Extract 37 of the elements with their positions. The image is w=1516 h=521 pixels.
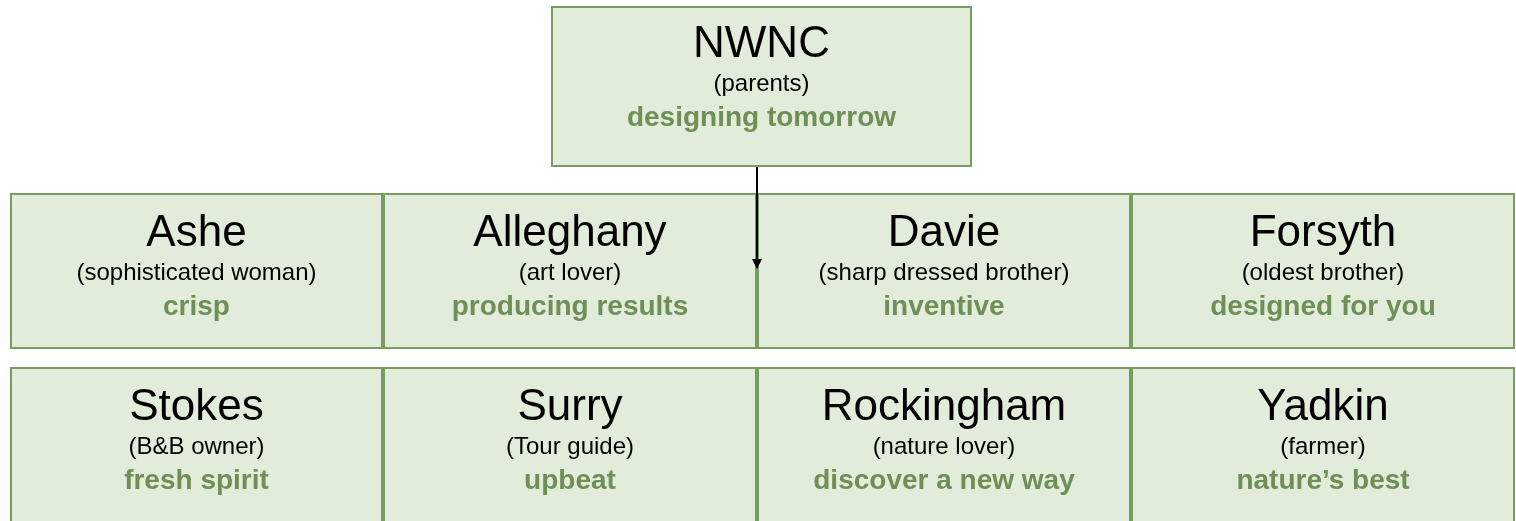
node-tagline: crisp xyxy=(163,289,230,323)
node-subtitle: (B&B owner) xyxy=(128,431,265,461)
node-subtitle: (farmer) xyxy=(1280,431,1366,461)
name-box xyxy=(757,193,1131,349)
name-box xyxy=(551,6,972,167)
node-title: Alleghany xyxy=(473,205,667,257)
name-box xyxy=(1131,367,1515,521)
name-box xyxy=(757,367,1131,521)
node-subtitle: (sophisticated woman) xyxy=(76,257,317,287)
node-title: Surry xyxy=(517,379,623,431)
node-title: Ashe xyxy=(146,205,247,257)
name-box xyxy=(1131,193,1515,349)
node-tagline: producing results xyxy=(451,289,689,323)
name-box xyxy=(383,367,757,521)
name-box xyxy=(10,367,383,521)
node-tagline: upbeat xyxy=(524,463,616,497)
node-tagline: fresh spirit xyxy=(124,463,269,497)
node-tagline: nature’s best xyxy=(1236,463,1410,497)
name-box xyxy=(383,193,757,349)
name-box xyxy=(10,193,383,349)
node-title: Rockingham xyxy=(821,379,1067,431)
node-tagline: designed for you xyxy=(1210,289,1436,323)
node-tagline: designing tomorrow xyxy=(626,100,897,134)
node-subtitle: (art lover) xyxy=(518,257,622,287)
node-subtitle: (oldest brother) xyxy=(1241,257,1405,287)
node-tagline: discover a new way xyxy=(813,463,1075,497)
node-tagline: inventive xyxy=(883,289,1005,323)
node-title: NWNC xyxy=(693,16,830,68)
node-subtitle: (parents) xyxy=(713,68,810,98)
node-title: Davie xyxy=(887,205,1001,257)
node-subtitle: (nature lover) xyxy=(872,431,1016,461)
node-subtitle: (Tour guide) xyxy=(505,431,635,461)
arrow xyxy=(752,166,762,269)
node-title: Forsyth xyxy=(1249,205,1397,257)
node-title: Stokes xyxy=(129,379,264,431)
node-title: Yadkin xyxy=(1257,379,1389,431)
node-subtitle: (sharp dressed brother) xyxy=(818,257,1070,287)
